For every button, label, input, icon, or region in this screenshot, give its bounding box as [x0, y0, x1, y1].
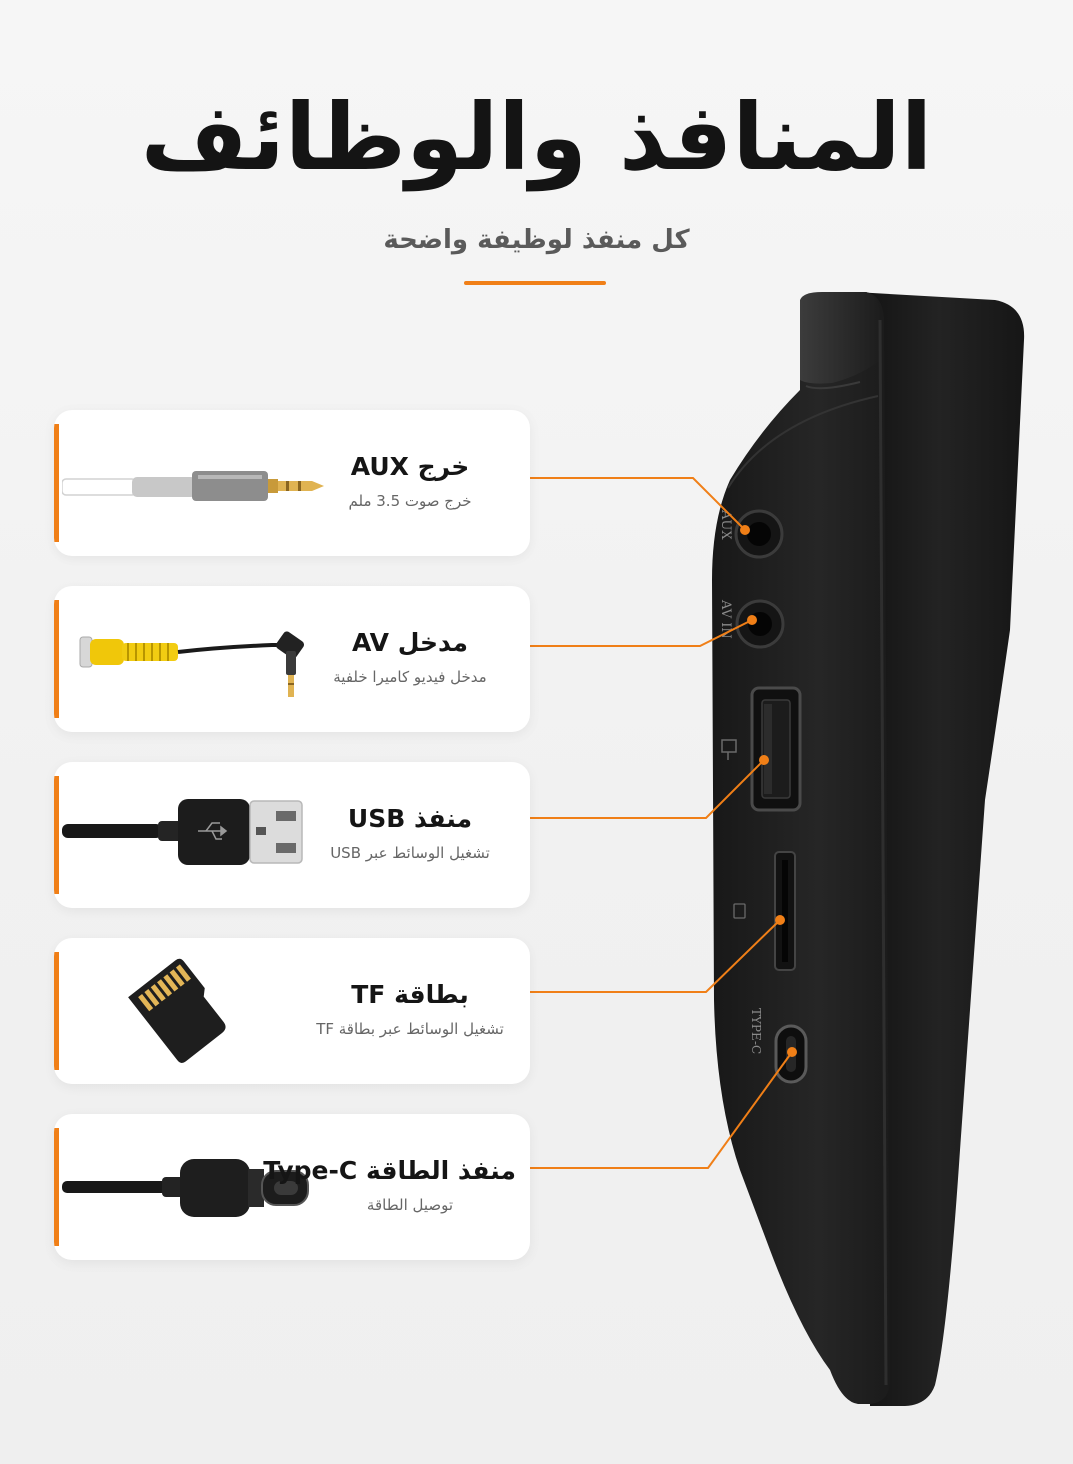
usb-cable-icon	[62, 799, 303, 865]
type-c-cable-icon	[62, 1159, 309, 1217]
port-title: مدخل AV	[352, 628, 468, 657]
port-description: خرج صوت 3.5 ملم	[348, 492, 472, 510]
port-description: مدخل فيديو كاميرا خلفية	[333, 668, 487, 686]
usb-symbol-icon	[721, 739, 737, 760]
port-description: تشغيل الوسائط عبر بطاقة TF	[316, 1020, 504, 1038]
callout-lines	[530, 477, 793, 1169]
port-card-av: مدخل AV مدخل فيديو كاميرا خلفية	[54, 586, 530, 732]
device-bezel	[800, 292, 880, 384]
port-title: منفذ USB	[347, 804, 473, 833]
device-stand	[855, 292, 1025, 1406]
page-title: المنافذ والوظائف	[140, 84, 933, 191]
callout-dot-av	[747, 615, 757, 625]
callout-line-aux	[530, 477, 746, 531]
port-title: خرج AUX	[350, 452, 470, 481]
callout-line-type-c	[530, 1051, 793, 1169]
av-in-port-icon	[735, 599, 785, 649]
callout-line-av	[530, 619, 753, 647]
callout-dot-usb	[759, 755, 769, 765]
card-accent-bar	[54, 776, 59, 894]
port-card-aux: خرج AUX خرج صوت 3.5 ملم	[54, 410, 530, 556]
tf-card-icon	[128, 958, 226, 1063]
tf-symbol-icon	[733, 903, 746, 919]
port-card-usb: منفذ USB تشغيل الوسائط عبر USB	[54, 762, 530, 908]
callout-dot-aux	[740, 525, 750, 535]
tf-slot-icon	[774, 851, 796, 971]
type-c-port-label: TYPE-C	[749, 1008, 763, 1054]
port-description: تشغيل الوسائط عبر USB	[330, 844, 490, 862]
aux-port-icon	[734, 509, 784, 559]
usb-port-icon	[750, 686, 802, 812]
page-subtitle: كل منفذ لوظيفة واضحة	[383, 225, 690, 255]
aux-cable-icon	[62, 471, 324, 501]
card-accent-bar	[54, 952, 59, 1070]
port-title: منفذ الطاقة Type-C	[263, 1156, 516, 1185]
callout-dot-type-c	[787, 1047, 797, 1057]
title-underline	[464, 281, 606, 285]
av-in-port-label: AV IN	[718, 599, 733, 639]
card-accent-bar	[54, 1128, 59, 1246]
callout-dot-tf	[775, 915, 785, 925]
av-cable-icon	[79, 631, 304, 697]
port-title: بطاقة TF	[351, 980, 469, 1009]
aux-port-label: AUX	[718, 509, 733, 540]
port-description: توصيل الطاقة	[366, 1196, 454, 1214]
callout-line-tf	[530, 919, 781, 993]
callout-line-usb	[530, 759, 765, 819]
card-accent-bar	[54, 424, 59, 542]
port-card-tf: بطاقة TF تشغيل الوسائط عبر بطاقة TF	[54, 938, 530, 1084]
port-card-type-c: منفذ الطاقة Type-C توصيل الطاقة	[54, 1114, 530, 1260]
device-body	[712, 292, 890, 1404]
card-accent-bar	[54, 600, 59, 718]
